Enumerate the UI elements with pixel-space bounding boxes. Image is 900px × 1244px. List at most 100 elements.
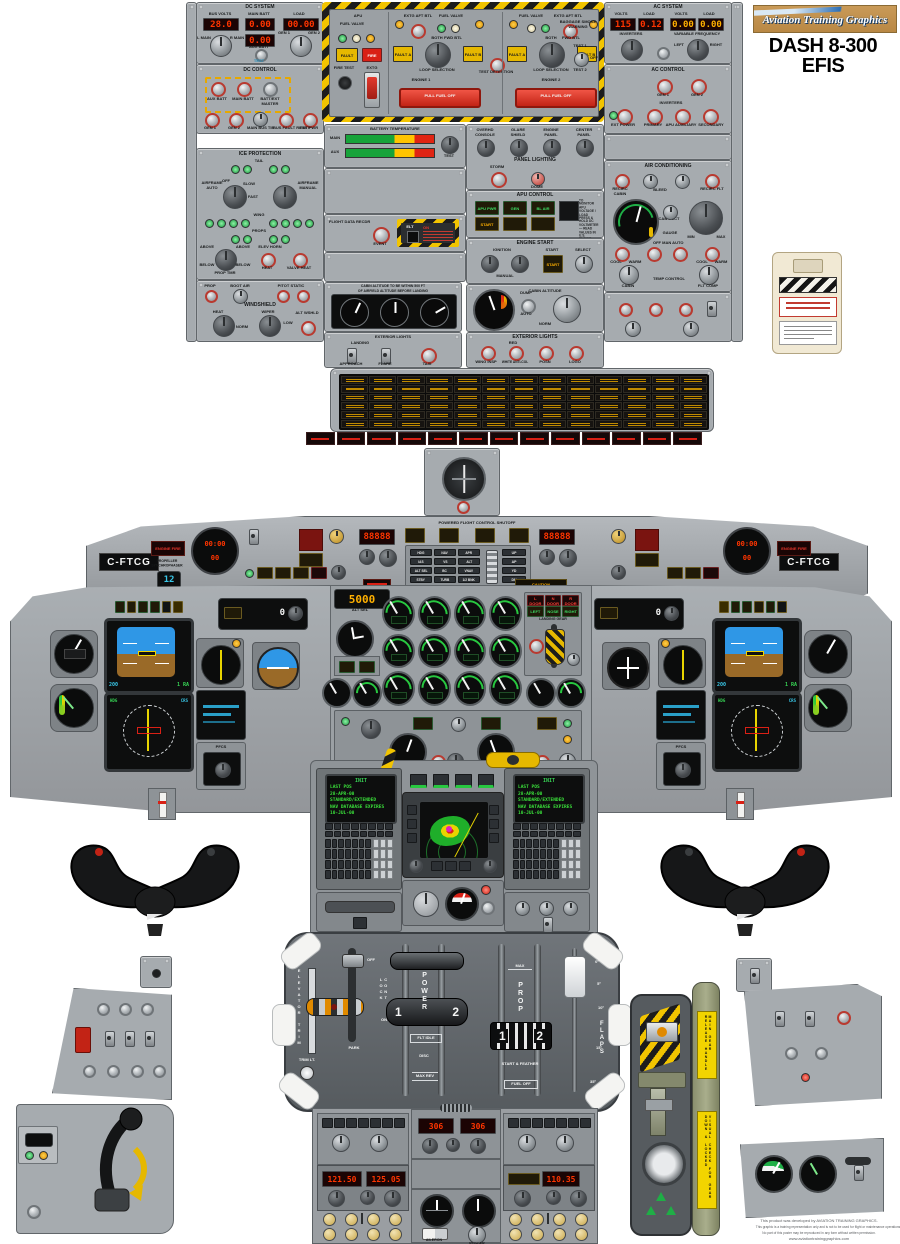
boot-air-knob[interactable] <box>233 289 248 304</box>
eng1-fault-a[interactable]: FAULT A <box>393 46 413 62</box>
clock-mode-switch[interactable] <box>249 529 259 545</box>
cdu-key[interactable] <box>365 869 371 879</box>
warning-dim-knob-left[interactable] <box>331 565 346 580</box>
gear-lever[interactable] <box>545 629 565 665</box>
cdu-key[interactable] <box>325 830 333 837</box>
audio-selector-knob[interactable] <box>366 1228 380 1241</box>
cdu-key[interactable] <box>365 849 371 859</box>
bleed2-knob[interactable] <box>675 174 690 189</box>
apu-aux-switch[interactable] <box>675 109 691 125</box>
cdu-key[interactable] <box>513 869 519 879</box>
cdu-key[interactable] <box>513 830 521 837</box>
fgcp-mode-key[interactable]: IAS <box>410 558 432 565</box>
cdu-key[interactable] <box>333 823 342 830</box>
fgcp-ap-key[interactable]: AP <box>502 558 526 565</box>
cdu-key[interactable] <box>553 869 559 879</box>
fire-test-button[interactable] <box>338 76 352 90</box>
power-lever-grips[interactable]: 1 2 <box>386 998 468 1026</box>
cdu-key[interactable] <box>333 830 342 837</box>
eng1-aft-btl-button[interactable] <box>411 24 426 39</box>
audio-selector-knob[interactable] <box>388 1213 402 1226</box>
cdu-key[interactable] <box>359 823 368 830</box>
side-switch-4[interactable] <box>83 1065 96 1078</box>
tiller-button[interactable] <box>27 1205 41 1219</box>
engine-start-button[interactable]: START <box>543 255 563 273</box>
cdu-key[interactable] <box>538 823 547 830</box>
cabin-alt-selector-knob[interactable] <box>553 295 581 323</box>
ext-pwr-switch[interactable] <box>303 113 318 128</box>
aileron-trim-switch[interactable] <box>422 1228 448 1240</box>
cdu-key[interactable] <box>561 869 567 879</box>
pusher-annunciator-left[interactable] <box>299 553 323 567</box>
cdu-key[interactable] <box>573 830 581 837</box>
wiper-knob[interactable] <box>259 315 281 337</box>
cdu-key[interactable] <box>513 823 521 830</box>
cdu-key[interactable] <box>325 869 331 879</box>
eng2-loop-selector[interactable] <box>539 42 565 68</box>
park-brake-lever[interactable] <box>342 954 364 968</box>
cabin-temp-knob[interactable] <box>619 265 639 285</box>
audio-key[interactable] <box>346 1118 357 1128</box>
cdu-key[interactable] <box>575 869 581 879</box>
cdu-key[interactable] <box>331 849 338 859</box>
cdu-key[interactable] <box>345 849 351 859</box>
audio-selector-knob[interactable] <box>574 1213 588 1226</box>
cdu-key[interactable] <box>358 849 365 859</box>
audio-selector-knob[interactable] <box>530 1228 544 1241</box>
fgcp-left-knob-a[interactable] <box>359 549 375 565</box>
apu-blank-button[interactable] <box>559 201 579 221</box>
audio-selector-knob[interactable] <box>530 1213 544 1226</box>
cdu-key[interactable] <box>380 849 386 859</box>
audio-selector-knob[interactable] <box>388 1228 402 1241</box>
cdu-key[interactable] <box>568 859 574 869</box>
pitch-wheel[interactable] <box>486 550 498 584</box>
right-toggle-1[interactable] <box>775 1011 785 1027</box>
eng1-fault-b[interactable]: FAULT B <box>463 46 483 62</box>
dc-voltmeter-selector-knob[interactable] <box>210 35 232 57</box>
dome-light-knob[interactable] <box>531 172 545 186</box>
aux-batt-button[interactable] <box>255 49 268 62</box>
nav-tune-knob-1[interactable] <box>514 1190 531 1207</box>
eng2-fault-a[interactable]: FAULT A <box>507 46 527 62</box>
cdu-key[interactable] <box>373 859 379 869</box>
fgcp-mode-key[interactable]: HDG <box>410 549 432 556</box>
elev-horn-heat-button[interactable] <box>261 253 276 268</box>
flare-switch[interactable] <box>381 348 391 364</box>
baggage-smoke-test-knob[interactable] <box>574 52 589 67</box>
audio-key[interactable] <box>544 1118 555 1128</box>
cdu-key[interactable] <box>533 859 539 869</box>
radar-key[interactable] <box>410 774 427 788</box>
alt-windshield-button[interactable] <box>301 321 316 336</box>
cdu-key[interactable] <box>561 859 567 869</box>
audio-key[interactable] <box>394 1118 405 1128</box>
audio-selector-knob[interactable] <box>344 1213 358 1226</box>
fgcp-mode-key[interactable]: STBY <box>410 576 432 583</box>
cdu-key[interactable] <box>358 859 365 869</box>
audio-selector-knob[interactable] <box>552 1228 566 1241</box>
cdu-key[interactable] <box>573 823 581 830</box>
cabin-temp-man-switch[interactable] <box>647 247 662 262</box>
aux-batt-switch[interactable] <box>211 82 226 97</box>
fgcp-mode-key[interactable]: BC <box>434 567 456 574</box>
cdu-key[interactable] <box>526 849 533 859</box>
cdu-key[interactable] <box>546 869 553 879</box>
cdu-key[interactable] <box>338 869 345 879</box>
audio-key[interactable] <box>532 1118 543 1128</box>
cdu-key[interactable] <box>521 830 530 837</box>
anti-col-switch[interactable] <box>509 346 524 361</box>
ac-test-button[interactable] <box>657 47 670 60</box>
cdu-key[interactable] <box>546 849 553 859</box>
radar-side-key-4[interactable] <box>489 805 499 815</box>
cdu-key[interactable] <box>539 849 546 859</box>
audio-vol-knob-l2[interactable] <box>370 1134 388 1152</box>
cdu-key[interactable] <box>553 839 559 849</box>
ext-power-switch[interactable] <box>617 109 633 125</box>
audio-key[interactable] <box>568 1118 579 1128</box>
audio-knob-ur2[interactable] <box>539 901 554 916</box>
control-yoke-right[interactable] <box>645 818 845 936</box>
cdu-key[interactable] <box>350 830 359 837</box>
cdu-key[interactable] <box>538 830 547 837</box>
cdu-key[interactable] <box>575 849 581 859</box>
audio-selector-knob[interactable] <box>552 1213 566 1226</box>
pfcs-knob[interactable] <box>215 762 231 778</box>
